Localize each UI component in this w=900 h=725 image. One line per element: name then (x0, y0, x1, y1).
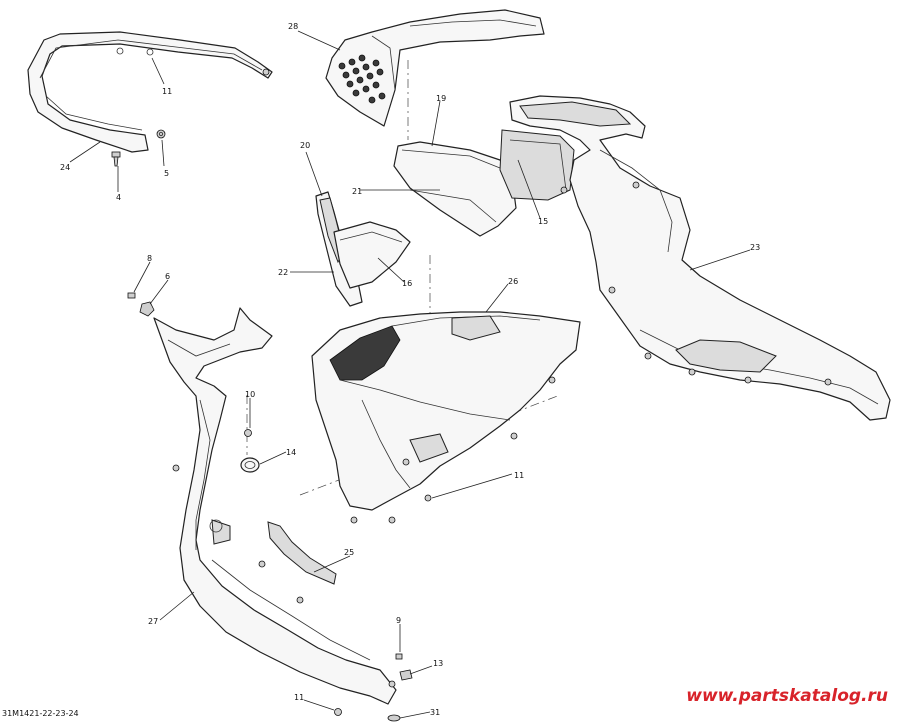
callout-23: 23 (750, 243, 760, 252)
part-24-handle-bar[interactable] (27, 31, 273, 153)
part-14-grommet[interactable] (240, 457, 260, 473)
part-5-nut[interactable] (156, 129, 166, 139)
part-16-side-panel[interactable] (333, 221, 411, 289)
callout-11-top: 11 (162, 87, 172, 96)
callout-5: 5 (164, 169, 169, 178)
part-9-screw[interactable] (395, 653, 403, 660)
callout-6: 6 (165, 272, 170, 281)
part-25-trim-strip[interactable] (267, 521, 337, 585)
part-6-nut[interactable] (139, 301, 155, 317)
callout-8: 8 (147, 254, 152, 263)
callout-16: 16 (402, 279, 412, 288)
callout-31: 31 (430, 708, 440, 717)
callout-24: 24 (60, 163, 70, 172)
callout-11-bottom: 11 (294, 693, 304, 702)
callout-4: 4 (116, 193, 121, 202)
callout-9: 9 (396, 616, 401, 625)
part-11-clip-bottom[interactable] (334, 708, 342, 716)
callout-22: 22 (278, 268, 288, 277)
handle-mount-bolt (262, 68, 270, 76)
callout-15: 15 (538, 217, 548, 226)
callout-21: 21 (352, 187, 362, 196)
diagram-reference-code: 31M1421-22-23-24 (2, 709, 79, 718)
callout-11-mid: 11 (514, 471, 524, 480)
callout-25: 25 (344, 548, 354, 557)
part-28-vent-cover[interactable] (325, 9, 545, 127)
callout-13: 13 (433, 659, 443, 668)
callout-20: 20 (300, 141, 310, 150)
part-23-right-side-panel[interactable] (509, 95, 891, 421)
part-13-nut[interactable] (399, 669, 413, 681)
callout-28: 28 (288, 22, 298, 31)
callout-26: 26 (508, 277, 518, 286)
part-15-bracket[interactable] (499, 129, 575, 201)
callout-14: 14 (286, 448, 296, 457)
handle-hole-left (116, 47, 124, 55)
callout-labels: 28 11 5 4 24 19 20 21 15 22 16 23 8 6 26… (60, 22, 760, 717)
callout-19: 19 (436, 94, 446, 103)
callout-10: 10 (245, 390, 255, 399)
part-31-washer[interactable] (387, 714, 401, 722)
part-27-lower-body-panel[interactable] (153, 307, 397, 705)
callout-27: 27 (148, 617, 158, 626)
part-8-screw[interactable] (127, 292, 136, 299)
vent-holes (338, 54, 386, 104)
leader-lines (69, 30, 751, 719)
handle-hole-right (146, 48, 154, 56)
part-4-screw[interactable] (111, 151, 121, 167)
part-10-clip[interactable] (244, 429, 252, 437)
part-21-deflector-panel[interactable] (393, 141, 517, 237)
grille-mesh (329, 325, 401, 381)
part-26-center-panel[interactable] (311, 311, 581, 524)
watermark-text: www.partskatalog.ru (686, 686, 888, 706)
